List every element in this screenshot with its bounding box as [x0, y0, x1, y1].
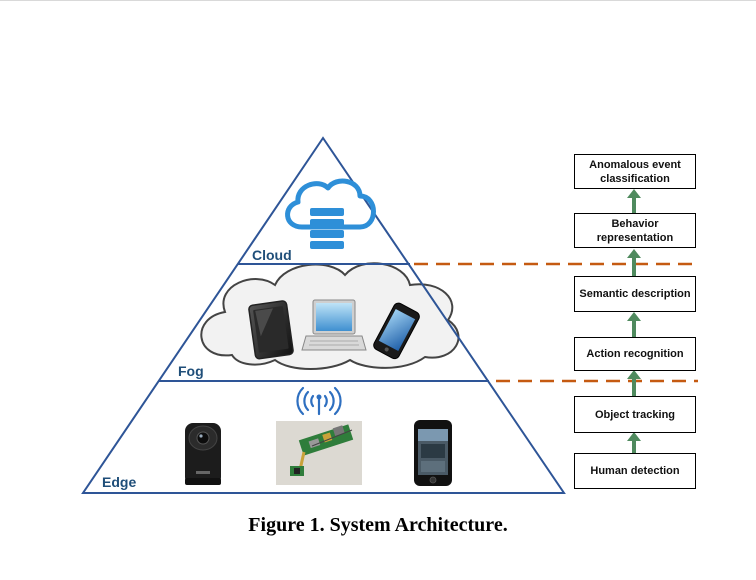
circuit-board-icon [276, 421, 362, 485]
cloud-database-icon [285, 178, 376, 249]
tablet-icon [248, 300, 294, 360]
arrow-up [627, 312, 641, 337]
step-behavior-representation: Behavior representation [574, 213, 696, 248]
pyramid [81, 136, 566, 494]
step-semantic-description: Semantic description [574, 276, 696, 312]
step-object-tracking: Object tracking [574, 396, 696, 433]
smartphone-icon [373, 302, 420, 360]
pipeline-arrows [627, 189, 641, 453]
step-human-detection: Human detection [574, 453, 696, 489]
top-rule [0, 0, 756, 1]
arrow-up [627, 249, 641, 276]
wifi-signal-icon [296, 386, 342, 416]
iphone-icon [414, 420, 452, 486]
arrow-up [627, 370, 641, 396]
laptop-icon [301, 299, 367, 351]
arrow-up [627, 432, 641, 453]
pyramid-outline [81, 136, 566, 494]
security-camera-icon [185, 423, 221, 485]
figure-caption: Figure 1. System Architecture. [248, 514, 508, 536]
tier-label-fog: Fog [178, 363, 204, 379]
step-action-recognition: Action recognition [574, 337, 696, 371]
tier-label-cloud: Cloud [252, 247, 292, 263]
arrow-up [627, 189, 641, 213]
tier-label-edge: Edge [102, 474, 137, 490]
step-anomalous-event-classification: Anomalous event classification [574, 154, 696, 189]
